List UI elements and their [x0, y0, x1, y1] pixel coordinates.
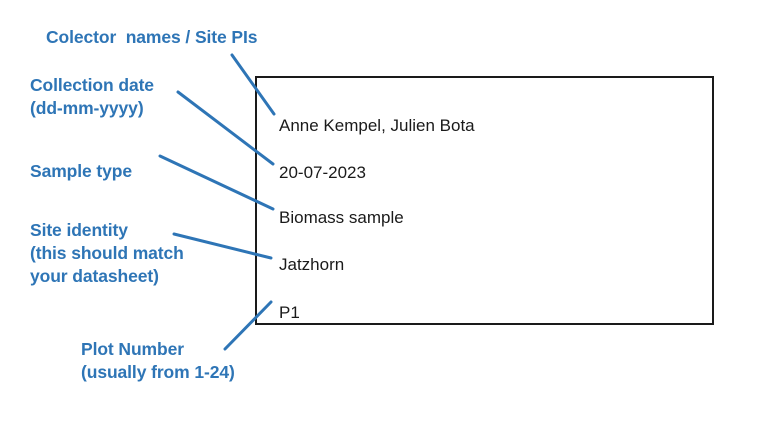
label-value-collection-date: 20-07-2023 [279, 163, 366, 182]
sample-label-box [255, 76, 714, 325]
label-value-collector-names: Anne Kempel, Julien Bota [279, 116, 475, 135]
sample-type-annotation: Sample type [30, 161, 132, 181]
sample-label-content: Anne Kempel, Julien Bota 20-07-2023 Biom… [279, 76, 699, 325]
label-value-site-identity: Jatzhorn [279, 255, 345, 274]
label-value-sample-type: Biomass sample [279, 208, 404, 227]
collector-names-annotation: Colector names / Site PIs [46, 27, 258, 47]
label-value-plot-number: P1 [279, 303, 300, 322]
site-identity-annotation: Site identity (this should match your da… [30, 220, 184, 286]
plot-number-annotation: Plot Number (usually from 1-24) [81, 339, 235, 382]
collection-date-annotation: Collection date (dd-mm-yyyy) [30, 75, 154, 118]
